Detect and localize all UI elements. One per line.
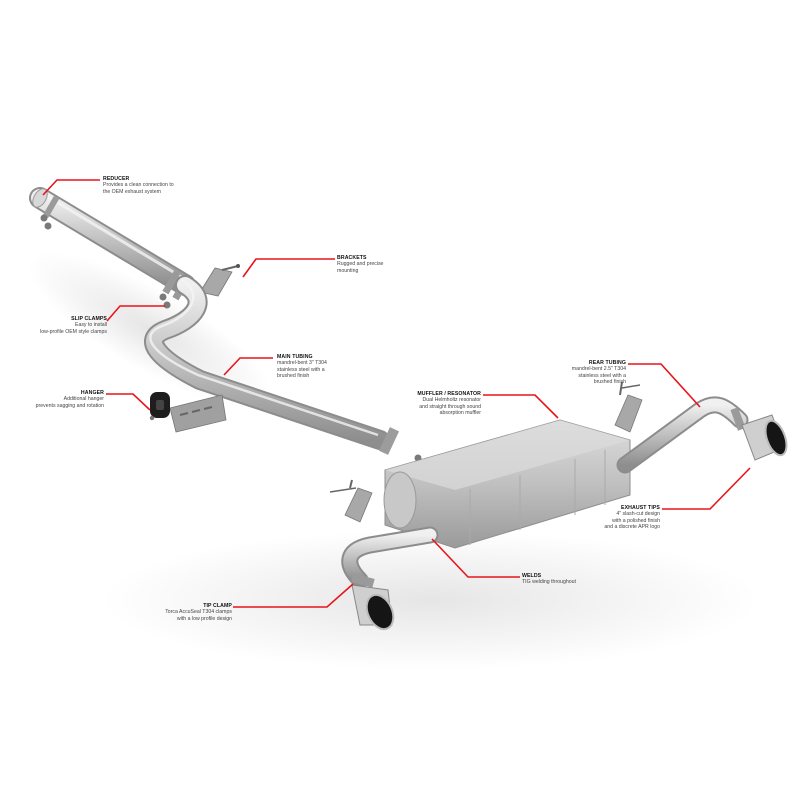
slip-clamps-leader-line <box>106 305 165 322</box>
callout-desc-line: Torca AccuSeal T304 clamps <box>165 609 232 616</box>
callout-desc-line: Rugged and precise <box>337 261 384 268</box>
callout-title: WELDS <box>522 573 542 579</box>
callout-desc-line: Easy to install <box>74 322 107 329</box>
callout-desc-line: mandrel-bent 2.5" T304 <box>571 366 626 373</box>
callout-desc-line: low-profile OEM style clamps <box>40 328 107 335</box>
callout-desc-line: and straight through sound <box>419 403 481 410</box>
callout-main-tubing: MAIN TUBING mandrel-bent 3" T304 stainle… <box>277 354 367 380</box>
callout-tip-clamp: TIP CLAMP Torca AccuSeal T304 clamps wit… <box>141 603 232 622</box>
callout-title: BRACKETS <box>337 255 367 261</box>
rear-tubing-leader-line <box>628 363 701 408</box>
brackets-leader-line <box>242 258 335 278</box>
exhaust-tips-leader-line <box>662 467 751 510</box>
callout-desc-line: with a low profile design <box>176 615 232 622</box>
callout-desc-line: Provides a clean connection to <box>103 182 174 189</box>
muffler-resonator <box>383 419 631 549</box>
hanger-assembly <box>149 392 227 433</box>
rear-bracket-right <box>614 381 643 433</box>
callout-desc-line: brushed finish <box>277 373 310 380</box>
rear-bracket-left <box>329 479 373 523</box>
callout-desc-line: with a polished finish <box>612 517 660 524</box>
rear-tubing-right <box>616 396 749 474</box>
callout-exhaust-tips: EXHAUST TIPS 4" slash-cut design with a … <box>580 505 660 531</box>
welds-leader-line <box>431 538 520 578</box>
callout-desc-line: and a discrete APR logo <box>604 524 660 531</box>
callout-title: SLIP CLAMPS <box>71 316 107 322</box>
callout-rear-tubing: REAR TUBING mandrel-bent 2.5" T304 stain… <box>546 360 626 386</box>
exhaust-tip-right <box>730 407 788 461</box>
callout-desc-line: mandrel-bent 3" T304 <box>277 360 327 367</box>
callout-hanger: HANGER Additional hanger prevents saggin… <box>2 390 104 409</box>
front-bracket <box>199 264 240 297</box>
callout-desc-line: Dual Helmholtz resonator <box>422 397 481 404</box>
reducer-leader-line <box>42 179 100 196</box>
front-pipe <box>29 187 196 296</box>
hanger-leader-line <box>106 393 151 411</box>
callout-desc-line: 4" slash-cut design <box>616 511 660 518</box>
callout-welds: WELDS TIG welding throughout <box>522 573 612 586</box>
callout-lines <box>42 179 751 608</box>
callout-desc-line: the OEM exhaust system <box>103 188 161 195</box>
callout-muffler-resonator: MUFFLER / RESONATOR Dual Helmholtz reson… <box>391 391 481 417</box>
front-slip-clamp <box>40 195 60 230</box>
main-tubing-leader-line <box>223 357 273 376</box>
exhaust-tip-left <box>351 573 395 631</box>
callout-title: REAR TUBING <box>588 360 626 366</box>
callout-title: REDUCER <box>103 176 130 182</box>
callout-desc-line: stainless steel with a <box>277 366 325 373</box>
callout-desc-line: absorption muffler <box>439 410 481 417</box>
callout-desc-line: Additional hanger <box>63 396 104 403</box>
callout-reducer: REDUCER Provides a clean connection to t… <box>103 176 213 195</box>
tip-clamp-leader-line <box>233 583 354 608</box>
callout-title: HANGER <box>80 390 104 396</box>
callout-title: MUFFLER / RESONATOR <box>417 391 481 397</box>
callout-desc-line: mounting <box>337 267 359 274</box>
callout-desc-line: stainless steel with a <box>578 372 626 379</box>
callout-title: MAIN TUBING <box>277 354 313 360</box>
muffler-leader-line <box>483 394 559 419</box>
callout-slip-clamps: SLIP CLAMPS Easy to install low-profile … <box>5 316 107 335</box>
callout-title: TIP CLAMP <box>203 603 232 609</box>
callout-brackets: BRACKETS Rugged and precise mounting <box>337 255 417 274</box>
main-tubing <box>144 275 390 450</box>
callout-title: EXHAUST TIPS <box>621 505 660 511</box>
callout-desc-line: prevents sagging and rotation <box>35 402 104 409</box>
callout-desc-line: TIG welding throughout <box>522 579 576 586</box>
callout-desc-line: brushed finish <box>593 379 626 386</box>
